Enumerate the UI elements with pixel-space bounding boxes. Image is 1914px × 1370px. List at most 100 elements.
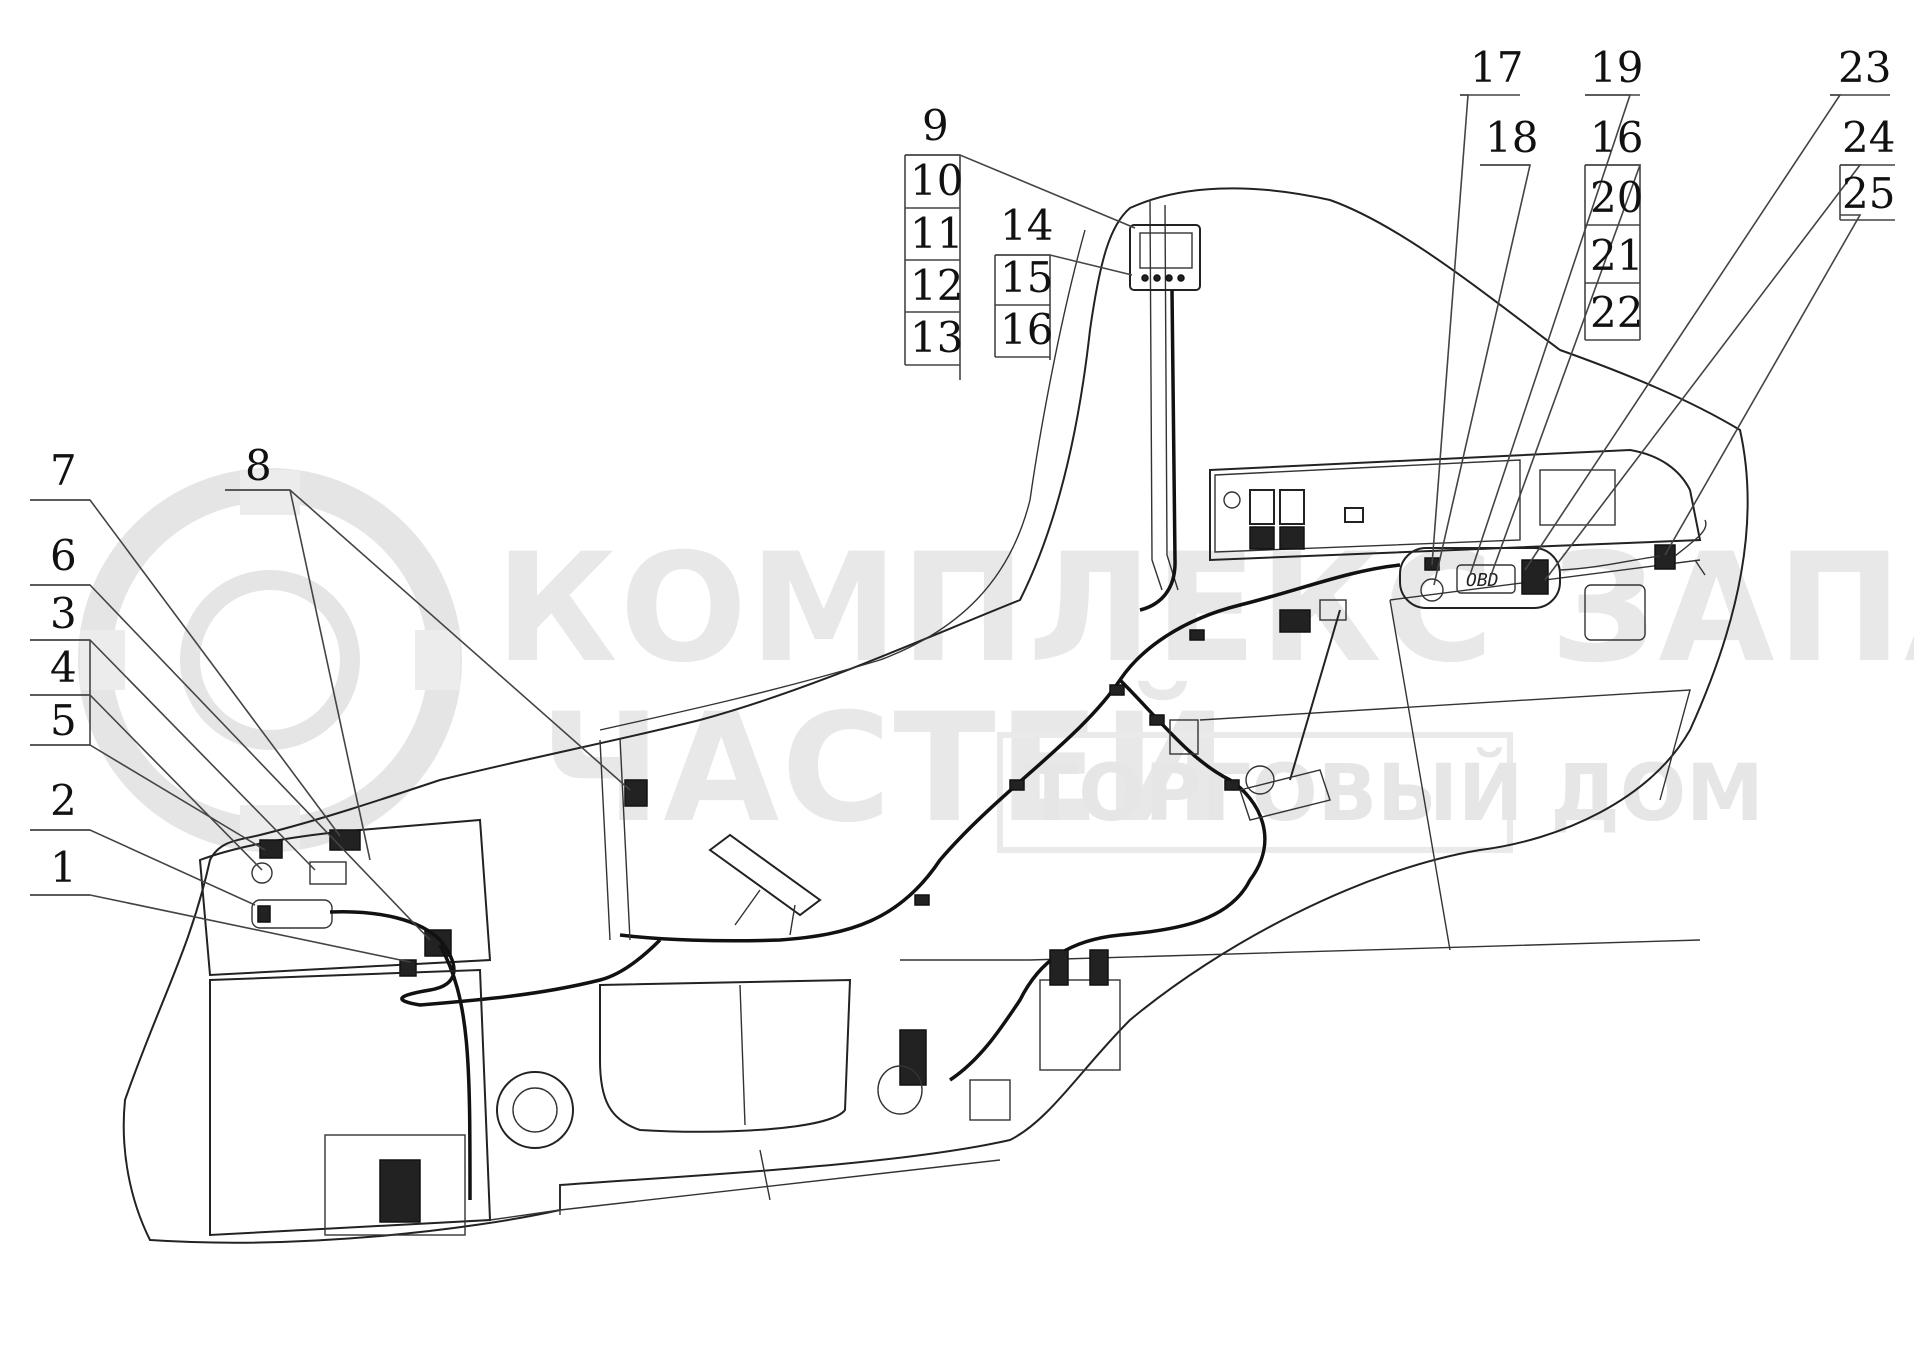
- roof-inner-line: [599, 229, 1086, 731]
- right-housing: [1539, 469, 1616, 526]
- callout-1: 1: [50, 843, 77, 892]
- callout-9: 9: [922, 101, 949, 150]
- coupling-1: [251, 899, 333, 929]
- pivot-eye: [496, 1071, 574, 1149]
- watermark-tag-frame: [997, 732, 1513, 853]
- harness-a-pillar: [1139, 289, 1177, 612]
- obd-connector: [1456, 564, 1516, 594]
- switch-b: [1279, 489, 1305, 525]
- display-btn-1: [1141, 274, 1149, 282]
- switch-a-lower: [1249, 526, 1275, 550]
- callout-18: 18: [1485, 113, 1538, 162]
- pivot-eye-inner: [512, 1087, 558, 1133]
- callout-5: 5: [50, 696, 77, 745]
- watermark: КОМПЛЕКС ЗАПАСНЫХ ЧАСТЕЙ ТОРГОВЫЙ ДОМ: [78, 468, 1914, 856]
- display-frame: [1129, 224, 1201, 291]
- callout-10: 10: [910, 156, 963, 205]
- indicator: [1344, 507, 1364, 523]
- display-btn-3: [1165, 274, 1173, 282]
- callout-2: 2: [50, 776, 77, 825]
- terminal-block: [379, 1159, 421, 1223]
- fitting-4: [251, 862, 273, 884]
- pillar-b: [599, 737, 631, 941]
- callout-16-panel: 16: [1590, 113, 1643, 162]
- frame-plate: [324, 1134, 466, 1236]
- left-console: [198, 737, 662, 1201]
- display-btn-2: [1153, 274, 1161, 282]
- leader-8b: [289, 489, 371, 861]
- right-module: [1584, 584, 1646, 641]
- callout-column-left: 7 6 3 4 5 2 1 8: [30, 441, 290, 896]
- clip-1: [1189, 629, 1205, 641]
- valve-stem-1: [1049, 949, 1069, 986]
- callout-17: 17: [1470, 43, 1523, 92]
- lever-base: [1239, 769, 1331, 821]
- connector-right: [1654, 544, 1676, 570]
- callout-column-display: 9 10 11 12 13 14 15 16: [904, 101, 1053, 366]
- clip-6: [1224, 779, 1240, 791]
- callout-21: 21: [1590, 231, 1643, 280]
- diagnostic-panel-frame: [1399, 547, 1561, 609]
- lever-shaft: [1289, 609, 1341, 781]
- harness-branch-lever: [949, 678, 1267, 1082]
- pedal-arm: [734, 889, 796, 936]
- bracket-5: [259, 839, 283, 859]
- tank: [599, 978, 852, 1133]
- valve-assembly: [877, 949, 1121, 1121]
- cab-drawing: OBD: [122, 187, 1749, 1244]
- panel-socket: [1521, 559, 1549, 595]
- callout-16-display: 16: [1000, 305, 1053, 354]
- callout-13: 13: [910, 313, 963, 362]
- callout-24: 24: [1842, 113, 1895, 162]
- callout-22: 22: [1590, 288, 1643, 337]
- leader-1: [30, 894, 411, 963]
- valve-stem-2: [1089, 949, 1109, 986]
- callout-4: 4: [50, 643, 77, 692]
- left-harness: [329, 910, 662, 1201]
- callout-6: 6: [50, 531, 77, 580]
- rear-panel: [1209, 448, 1702, 562]
- main-harness: [619, 563, 1401, 943]
- frame-block: [209, 968, 492, 1237]
- callout-25: 25: [1842, 169, 1895, 218]
- connector-cluster-a: [1279, 609, 1311, 633]
- callout-12: 12: [910, 261, 963, 310]
- base-frame: [209, 968, 1001, 1237]
- clip-5: [1149, 714, 1165, 726]
- leader-24: [1544, 164, 1862, 581]
- callout-19: 19: [1590, 43, 1643, 92]
- callout-column-right: 17 18 19 16 20 21 22 23 24 25: [1460, 43, 1895, 341]
- gear-teeth: [80, 470, 460, 850]
- console-body: [198, 818, 492, 977]
- callout-15: 15: [1000, 253, 1053, 302]
- clip-2: [1109, 684, 1125, 696]
- callout-7: 7: [50, 446, 77, 495]
- callout-3: 3: [50, 589, 77, 638]
- coupling-1-ring: [257, 905, 271, 923]
- display-btn-4: [1177, 274, 1185, 282]
- tank-line: [739, 984, 746, 1126]
- floor-line: [900, 689, 1701, 961]
- callout-8: 8: [245, 441, 272, 490]
- gear-logo-icon: [78, 468, 462, 852]
- pedal: [708, 833, 822, 936]
- screw-1: [1223, 491, 1241, 509]
- connector-cluster-b: [1319, 599, 1347, 621]
- connector-cluster-c: [1169, 719, 1199, 755]
- callout-20: 20: [1590, 173, 1643, 222]
- callout-labels: 7 6 3 4 5 2 1 8 9 10 11 12 13 14: [30, 43, 1895, 896]
- callout-14: 14: [1000, 201, 1053, 250]
- connector-8: [624, 779, 648, 807]
- valve-body: [1039, 979, 1121, 1071]
- clip-3: [1009, 779, 1025, 791]
- clip-4: [914, 894, 930, 906]
- switch-b-lower: [1279, 526, 1305, 550]
- leader-17: [1431, 94, 1469, 566]
- lower-chassis: [489, 1149, 1001, 1221]
- leader-25: [1664, 214, 1862, 556]
- harness-clips: [914, 629, 1240, 906]
- rear-panel-inner: [1214, 459, 1521, 553]
- panel-knob: [1420, 578, 1444, 602]
- bracket-7: [329, 829, 361, 851]
